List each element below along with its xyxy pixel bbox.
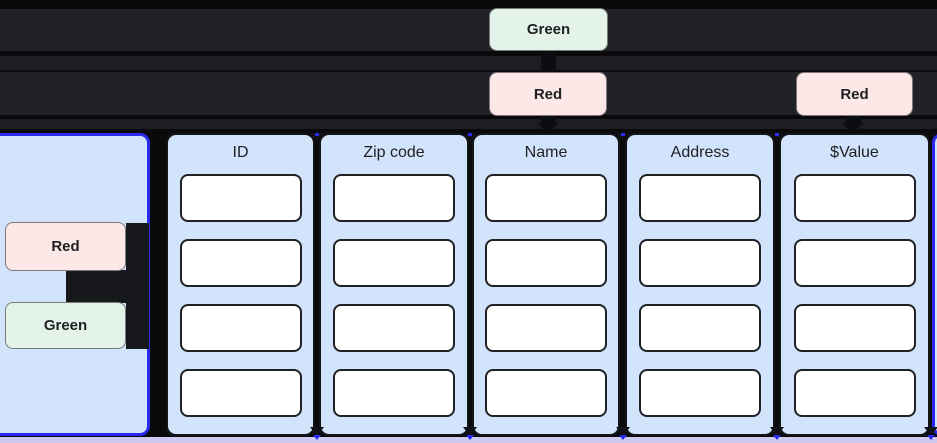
column-cell[interactable]	[179, 239, 302, 287]
column-cells	[168, 174, 313, 417]
column-cell[interactable]	[333, 239, 455, 287]
top-badge-red-name[interactable]: Red	[489, 72, 607, 116]
column-header: Zip code	[363, 144, 425, 161]
column-cells	[781, 174, 928, 417]
top-lane-2	[0, 72, 937, 115]
gap-arrow-top-tip	[315, 133, 319, 136]
gap-arrow-top-icon	[463, 133, 477, 142]
column-cells	[627, 174, 773, 417]
column-cell[interactable]	[793, 304, 916, 352]
edge-stub-red-value	[846, 114, 861, 124]
top-lane-1	[0, 9, 937, 51]
edge-arrow-to-value-icon	[842, 123, 864, 133]
column-id[interactable]: ID	[166, 133, 315, 436]
column-cell[interactable]	[639, 304, 761, 352]
column-cell[interactable]	[179, 304, 302, 352]
panel-connector-mid	[66, 270, 149, 303]
gap-arrow-bottom-icon	[310, 427, 324, 436]
column-cell[interactable]	[333, 304, 455, 352]
gap-arrow-top-tip	[775, 133, 779, 136]
column-cell[interactable]	[485, 174, 607, 222]
gap-arrow-top-icon	[770, 133, 784, 142]
gap-arrow-bottom-tip-icon	[619, 435, 627, 440]
edge-arrow-to-name-icon	[537, 123, 559, 133]
top-badge-red-value[interactable]: Red	[796, 72, 913, 116]
panel-connector-top	[126, 223, 149, 270]
column-cell[interactable]	[179, 174, 302, 222]
gap-arrow-top-icon	[616, 133, 630, 142]
gap-arrow-top-tip	[621, 133, 625, 136]
column-header: ID	[232, 144, 249, 161]
edge-stub-green	[541, 49, 556, 72]
column-cells	[474, 174, 618, 417]
column-value[interactable]: $Value	[779, 133, 930, 436]
gap-arrow-bottom-icon	[770, 427, 784, 436]
column-zipcode[interactable]: Zip code	[319, 133, 469, 436]
gap-arrow-bottom-icon	[616, 427, 630, 436]
edge-stub-red-name	[541, 114, 556, 124]
column-cell[interactable]	[793, 239, 916, 287]
top-badge-green[interactable]: Green	[489, 8, 608, 51]
gap-arrow-bottom-tip-icon	[773, 435, 781, 440]
column-cell[interactable]	[485, 239, 607, 287]
column-address[interactable]: Address	[625, 133, 775, 436]
column-cell[interactable]	[333, 174, 455, 222]
column-header: $Value	[830, 144, 879, 161]
column-header: Address	[670, 144, 730, 161]
column-cell[interactable]	[639, 369, 761, 417]
gap-arrow-bottom-tip-icon	[466, 435, 474, 440]
column-header: Name	[524, 144, 568, 161]
gap-arrow-top-icon	[310, 133, 324, 142]
top-lane-2-subrow	[0, 119, 937, 129]
column-cell[interactable]	[639, 174, 761, 222]
gap-arrow-bottom-icon	[463, 427, 477, 436]
column-cell[interactable]	[485, 369, 607, 417]
bottom-node-edge	[0, 437, 937, 443]
gap-arrow-bottom-icon	[924, 427, 937, 436]
gap-arrow-bottom-tip-icon	[927, 435, 935, 440]
column-cell[interactable]	[793, 369, 916, 417]
column-cell[interactable]	[639, 239, 761, 287]
column-cell[interactable]	[179, 369, 302, 417]
panel-badge-red[interactable]: Red	[5, 222, 126, 271]
column-cell[interactable]	[485, 304, 607, 352]
panel-connector-bottom	[126, 303, 149, 349]
column-cells	[321, 174, 467, 417]
column-name[interactable]: Name	[472, 133, 620, 436]
partial-node-right[interactable]	[932, 133, 937, 436]
gap-arrow-top-tip	[468, 133, 472, 136]
gap-arrow-bottom-tip-icon	[313, 435, 321, 440]
panel-badge-green[interactable]: Green	[5, 302, 126, 349]
column-cell[interactable]	[333, 369, 455, 417]
top-lane-1-subrow	[0, 56, 937, 70]
column-cell[interactable]	[793, 174, 916, 222]
